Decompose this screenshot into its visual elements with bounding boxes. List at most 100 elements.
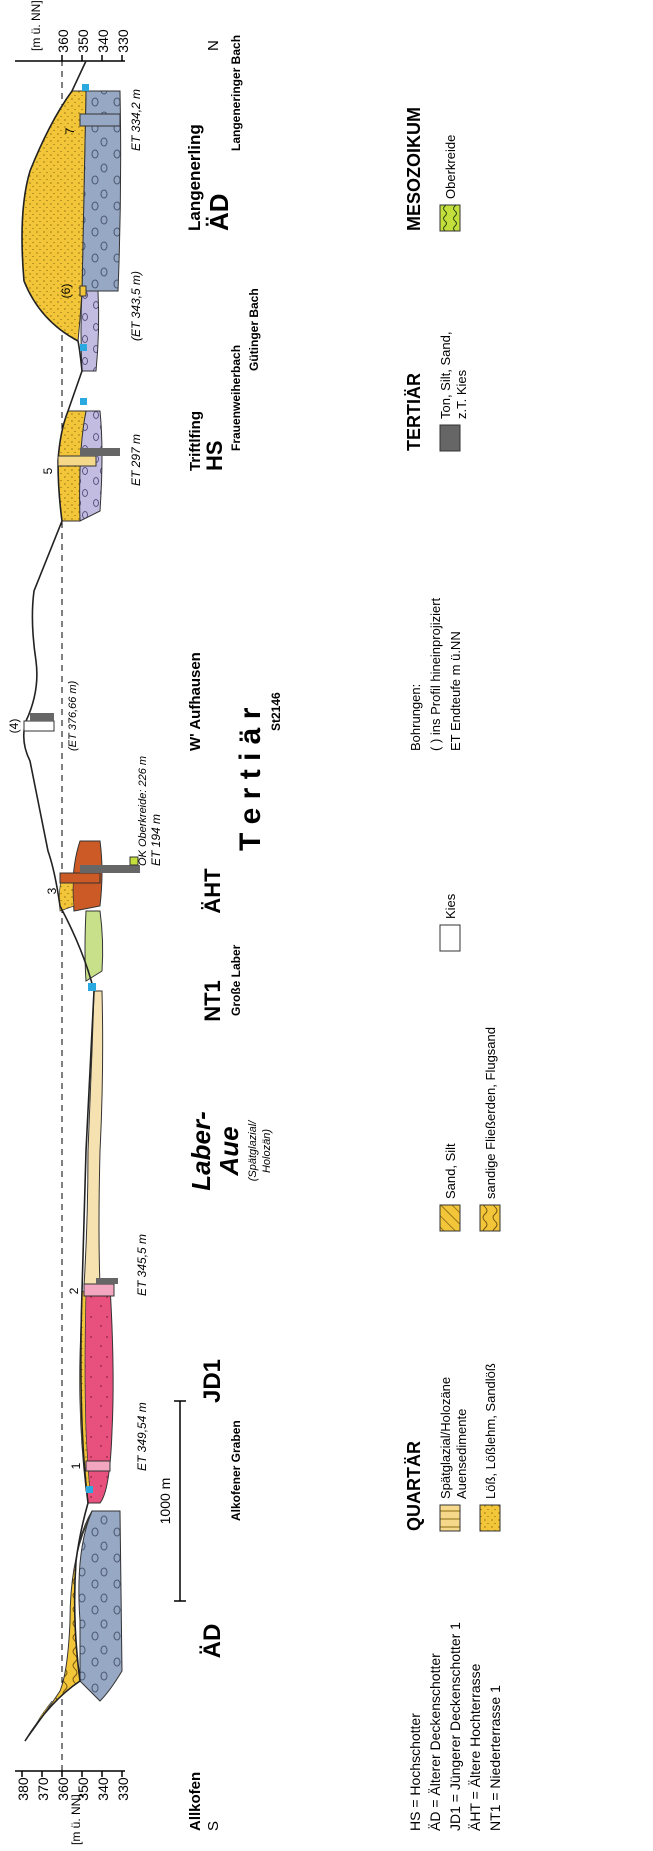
borehole-5: 5: [41, 448, 120, 474]
terrain-surface: [21, 60, 95, 1742]
label-triftlfing: Triftlfing: [187, 411, 204, 471]
laber-aue-sediment: [83, 990, 104, 1287]
label-laber-aue-sub1: (Spätglazial/: [247, 1120, 259, 1181]
legend-abbr-ad: ÄD = Älterer Deckenschotter: [427, 1653, 443, 1831]
borehole-3: 3: [45, 856, 140, 894]
svg-text:3: 3: [45, 887, 59, 894]
legend-bohr-b: ET Endteufe m ü.NN: [448, 631, 463, 751]
et-label-7: ET 334,2 m: [129, 89, 143, 151]
right-axis: 360 350 340 330 [m ü. NN]: [15, 0, 131, 62]
right-tick-340: 340: [95, 29, 111, 53]
label-tertiar: T e r t i ä r: [234, 707, 267, 851]
legend-swatch-ton: [439, 424, 461, 452]
right-tick-350: 350: [75, 29, 91, 53]
legend-ton-1: Ton, Silt, Sand,: [438, 332, 453, 419]
water-alkofener-graben: [86, 1486, 93, 1493]
legend-swatch-sand-silt: [439, 1204, 461, 1232]
label-aht: ÄHT: [200, 868, 225, 914]
water-gutinger-bach: [80, 344, 87, 351]
stream-alkofener-graben: Alkofener Graben: [229, 1420, 243, 1521]
svg-text:1000 m: 1000 m: [157, 1478, 173, 1525]
legend-ton-2: z.T. Kies: [454, 369, 469, 419]
legend-kies: Kies: [443, 893, 458, 919]
left-tick-350: 350: [75, 1777, 91, 1801]
borehole-2: 2: [67, 1278, 118, 1297]
legend-swatch-fliesserden: [479, 1204, 501, 1232]
label-jd1: JD1: [199, 1359, 226, 1403]
legend-spaetglazial-1: Spätglazial/Holozäne: [438, 1377, 453, 1499]
legend-swatch-loess: [479, 1504, 501, 1532]
svg-text:(4): (4): [7, 719, 21, 734]
legend-abbr-jd1: JD1 = Jüngerer Deckenschotter 1: [447, 1622, 463, 1831]
stream-gutinger-bach: Gütinger Bach: [247, 288, 261, 371]
water-frauenweiherbach: [80, 398, 87, 405]
label-laber-aue-sub2: Holozän): [261, 1129, 273, 1173]
label-allkofen: Allkofen: [187, 1772, 204, 1831]
et-label-2: ET 345,5 m: [135, 1234, 149, 1296]
left-tick-370: 370: [35, 1777, 51, 1801]
right-tick-330: 330: [115, 29, 131, 53]
stream-langeneringer-bach: Langeneringer Bach: [229, 35, 243, 151]
label-langenerling: Langenerling: [185, 124, 204, 231]
label-hs: HS: [202, 440, 227, 471]
left-tick-380: 380: [15, 1777, 31, 1801]
legend-mesozoikum: MESOZOIKUM: [404, 107, 424, 231]
legend-bohr-a: ( ) ins Profil hineinprojiziert: [428, 597, 443, 751]
et-label-1: ET 349,54 m: [135, 1402, 149, 1471]
label-north: N: [205, 40, 222, 51]
legend-oberkreide: Oberkreide: [443, 135, 458, 199]
water-langeneringer-bach: [82, 84, 89, 91]
legend-loess: Löß, Lößlehm, Sandlöß: [483, 1363, 498, 1499]
legend-tertiaer: TERTIÄR: [404, 373, 424, 451]
right-axis-unit: [m ü. NN]: [29, 0, 43, 51]
water-grosse-laber: [88, 983, 96, 991]
et-label-6: (ET 343,5 m): [129, 271, 143, 341]
legend-spaetglazial-2: Auensedimente: [454, 1409, 469, 1499]
legend-swatch-oberkreide: [439, 204, 461, 232]
label-st2146: St2146: [269, 692, 283, 731]
legend-abbr-nt1: NT1 = Niederterrasse 1: [487, 1685, 503, 1831]
ok-label-3: OK Oberkreide: 226 m: [137, 756, 149, 866]
svg-text:5: 5: [41, 467, 55, 474]
et-label-5: ET 297 m: [129, 434, 143, 486]
legend-abbr-hs: HS = Hochschotter: [407, 1713, 423, 1831]
stream-frauenweiherbach: Frauenweiherbach: [229, 345, 243, 451]
legend-swatch-kies: [439, 924, 461, 952]
legend-swatch-auen: [439, 1504, 461, 1532]
borehole-7: 7: [63, 113, 121, 134]
legend-quartar: QUARTÄR: [404, 1441, 424, 1531]
svg-text:7: 7: [63, 127, 77, 134]
borehole-1: 1: [69, 1460, 111, 1472]
right-tick-360: 360: [55, 29, 71, 53]
label-laber-aue-1: Laber-: [186, 1111, 216, 1190]
left-tick-360: 360: [55, 1777, 71, 1801]
legend-bohrungen: Bohrungen:: [408, 684, 423, 751]
label-south: S: [205, 1821, 222, 1831]
label-laber-aue-2: Aue: [214, 1126, 244, 1176]
et-label-3: ET 194 m: [149, 814, 163, 866]
legend: HS = Hochschotter ÄD = Älterer Deckensch…: [404, 107, 503, 1831]
label-aufhausen: W' Aufhausen: [187, 652, 204, 751]
left-axis: 380 370 360 350 340 330 [m ü. NN]: [15, 1770, 131, 1845]
left-tick-330: 330: [115, 1777, 131, 1801]
left-tick-340: 340: [95, 1777, 111, 1801]
label-nt1: NT1: [200, 980, 225, 1022]
label-ad-right: ÄD: [204, 193, 234, 231]
legend-fliesserden: sandige Fließerden, Flugsand: [483, 1027, 498, 1199]
legend-abbr-aht: ÄHT = Ältere Hochterrasse: [467, 1663, 483, 1831]
svg-text:2: 2: [67, 1287, 81, 1294]
svg-text:1: 1: [69, 1462, 83, 1469]
label-ad-left: ÄD: [199, 1624, 226, 1659]
legend-sand-silt: Sand, Silt: [443, 1143, 458, 1199]
left-axis-unit: [m ü. NN]: [69, 1794, 83, 1845]
stream-grosse-laber: Große Laber: [229, 944, 243, 1016]
ad-gravel-left: [78, 1510, 123, 1702]
borehole-4: (4): [7, 713, 55, 734]
gutinger-gravel: [80, 290, 100, 372]
borehole-6: (6): [59, 284, 87, 298]
et-label-4: (ET 376,66 m): [67, 680, 79, 751]
scale-bar: 1000 m: [157, 1400, 186, 1602]
